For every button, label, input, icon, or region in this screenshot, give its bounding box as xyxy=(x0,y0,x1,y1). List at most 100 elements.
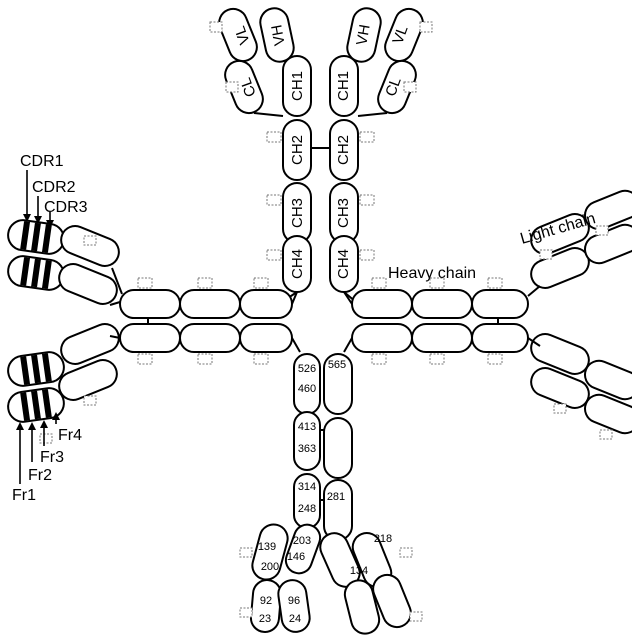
residue-96: 96 xyxy=(288,595,300,607)
domain-tab xyxy=(240,548,252,557)
hinge-link xyxy=(358,113,387,116)
domain-right-arm xyxy=(352,290,412,318)
domain-tab xyxy=(420,22,432,32)
domain-bottom-right xyxy=(324,480,352,540)
label-ch1-left: CH1 xyxy=(289,71,306,101)
residue-413: 413 xyxy=(298,421,316,433)
domain-constant xyxy=(57,320,123,368)
residue-200: 200 xyxy=(261,561,279,573)
residue-281: 281 xyxy=(327,491,345,503)
domain-left-arm xyxy=(240,290,292,318)
domain-tab xyxy=(240,608,252,617)
domain-tab xyxy=(400,548,412,557)
domain-bottom-left xyxy=(282,521,324,577)
arrowhead-icon xyxy=(16,422,24,430)
arrowhead-icon xyxy=(40,420,48,428)
domain-right-arm xyxy=(412,324,472,352)
domain-tab xyxy=(372,278,386,288)
domain-tab xyxy=(138,278,152,288)
hinge-link xyxy=(254,113,283,116)
hinge-link xyxy=(110,302,120,305)
domain-tab xyxy=(198,278,212,288)
domain-tab xyxy=(430,354,444,364)
domain-right-arm xyxy=(352,324,412,352)
residue-526: 526 xyxy=(298,363,316,375)
residue-24: 24 xyxy=(289,613,301,625)
label-ch1-right: CH1 xyxy=(335,71,352,101)
label-ch2-right: CH2 xyxy=(335,135,352,165)
label-fr2: Fr2 xyxy=(28,467,52,484)
domain-tab xyxy=(360,250,374,260)
domain-tab xyxy=(267,250,281,260)
label-cdr1: CDR1 xyxy=(20,153,64,170)
domain-tab xyxy=(254,354,268,364)
domain-right-arm xyxy=(472,324,528,352)
domain-tab xyxy=(600,430,612,439)
domain-constant xyxy=(57,222,123,270)
arrowhead-icon xyxy=(28,422,36,430)
domain-tab xyxy=(410,612,422,621)
residue-460: 460 xyxy=(298,383,316,395)
residue-139: 139 xyxy=(258,541,276,553)
domain-tab xyxy=(372,354,386,364)
domain-bottom-right xyxy=(324,418,352,478)
label-heavy-chain: Heavy chain xyxy=(388,265,476,282)
domain-left-arm xyxy=(180,290,240,318)
label-ch3-left: CH3 xyxy=(289,198,306,228)
domain-constant xyxy=(55,260,121,308)
label-vh-left: VH xyxy=(268,23,288,46)
residue-363: 363 xyxy=(298,443,316,455)
label-fr3: Fr3 xyxy=(40,449,64,466)
domain-tab xyxy=(554,404,566,413)
domain-tab xyxy=(267,195,281,205)
domain-right-arm xyxy=(472,290,528,318)
residue-314: 314 xyxy=(298,481,316,493)
hinge-link xyxy=(528,286,540,296)
right-arm: Heavy chain Light chain xyxy=(352,187,632,439)
domain-tab xyxy=(596,226,608,235)
label-ch2-left: CH2 xyxy=(289,135,306,165)
domain-tab xyxy=(254,278,268,288)
domain-left-arm xyxy=(180,324,240,352)
residue-23: 23 xyxy=(259,613,271,625)
residue-218: 218 xyxy=(374,533,392,545)
domain-tab xyxy=(198,354,212,364)
top-arm: VL CL VH CH1 CH2 CH3 CH4 CH1 CH2 CH3 CH4… xyxy=(210,5,432,292)
domain-tab xyxy=(226,82,238,92)
bottom-arm: 526 460 565 413 363 314 248 281 203 146 … xyxy=(240,354,422,637)
label-ch4-right: CH4 xyxy=(335,249,352,279)
domain-tab xyxy=(210,22,222,32)
residue-248: 248 xyxy=(298,503,316,515)
domain-tab xyxy=(40,434,52,443)
domain-left-arm xyxy=(120,324,180,352)
residue-134: 134 xyxy=(350,565,368,577)
left-arm: CDR1 CDR2 CDR3 Fr1 Fr2 Fr3 Fr4 xyxy=(6,153,292,504)
domain-tab xyxy=(138,354,152,364)
domain-tab xyxy=(360,132,374,142)
label-cdr2: CDR2 xyxy=(32,179,76,196)
label-fr4: Fr4 xyxy=(58,427,82,444)
domain-tab xyxy=(540,250,552,259)
domain-tab xyxy=(488,354,502,364)
domain-tab xyxy=(404,82,416,92)
domain-tab xyxy=(84,236,96,245)
residue-146: 146 xyxy=(287,551,305,563)
label-vh-right: VH xyxy=(353,23,373,46)
domain-tab xyxy=(488,278,502,288)
label-fr1: Fr1 xyxy=(12,487,36,504)
domain-tab xyxy=(84,396,96,405)
hinge-link xyxy=(344,338,352,352)
domain-right-arm xyxy=(412,290,472,318)
label-cdr3: CDR3 xyxy=(44,199,88,216)
residue-565: 565 xyxy=(328,359,346,371)
hinge-link xyxy=(292,338,300,352)
domain-left-arm xyxy=(240,324,292,352)
residue-203: 203 xyxy=(293,535,311,547)
domain-tab xyxy=(267,132,281,142)
domain-left-arm xyxy=(120,290,180,318)
domain-tab xyxy=(360,195,374,205)
residue-92: 92 xyxy=(260,595,272,607)
label-ch4-left: CH4 xyxy=(289,249,306,279)
